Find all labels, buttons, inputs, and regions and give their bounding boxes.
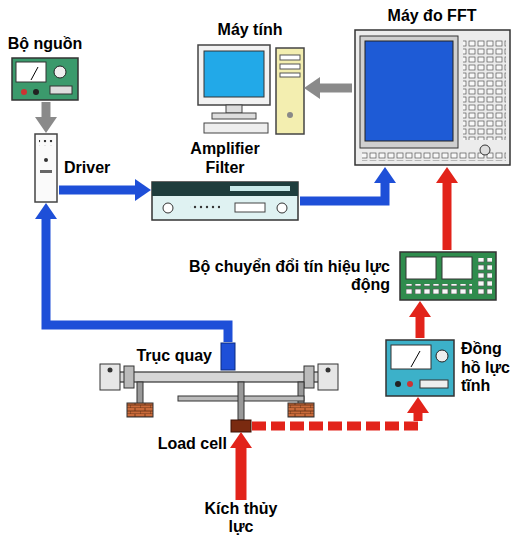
signal-arrow [443,183,452,250]
device-label: Máy tính [218,21,283,39]
signal-arrow [252,413,418,426]
signal-arrow [320,84,352,93]
computer-picture [287,112,293,118]
computer-picture [212,113,256,119]
shaft-picture [221,343,235,370]
computer-picture [280,55,300,60]
converter-picture [400,252,496,300]
device-label: Trục quay [136,347,212,365]
driver-picture [39,140,53,146]
power-supply: Bộ nguồn [10,56,80,102]
driver-picture [44,158,48,162]
computer-picture [198,45,304,134]
test-rig-picture [137,382,143,404]
test-rig-picture [108,372,330,382]
gauge-picture [407,381,413,387]
test-rig-picture [124,366,134,388]
driver-picture [35,134,57,202]
fft-analyzer-picture [463,40,506,140]
device-label: Driver [64,159,110,177]
test-rig-picture [318,364,338,390]
hydraulic-jack: Kích thủy lực [201,500,281,537]
gauge-picture [391,345,431,369]
amplifier-picture [190,205,220,211]
computer-picture [280,64,300,69]
gauge-picture [420,380,448,388]
amplifier-picture [163,203,173,213]
force-converter: Bộ chuyển đổi tín hiệu lực động [398,250,498,302]
test-rig-picture [100,343,338,432]
computer-picture [226,105,242,113]
amplifier-picture [230,186,290,191]
signal-arrow [42,102,51,117]
test-rig-picture [288,403,314,417]
load-cell-picture [231,420,251,432]
computer-picture [280,73,300,77]
static-force-gauge: Đồng hồ lực tĩnh [384,338,456,398]
gauge-picture [411,351,420,367]
computer-picture [276,48,304,134]
fft-analyzer: Máy đo FFT [352,28,512,168]
gauge-picture [386,340,454,396]
device-label: Kích thủy lực [201,500,281,537]
test-rig-picture [238,382,244,420]
amplifier-picture [152,182,298,196]
signal-arrow [46,219,228,342]
computer-picture [198,45,270,105]
device-label: Đồng hồ lực tĩnh [461,340,521,395]
amplifier-filter: Amplifier Filter [150,180,300,222]
power-supply-picture [12,58,78,100]
signal-arrow [59,186,135,195]
converter-picture [442,257,472,279]
gauge-picture [395,381,401,387]
test-rig-picture [108,368,113,373]
driver: Driver [33,132,59,204]
device-label: Bộ chuyển đổi tín hiệu lực động [165,258,390,295]
amplifier-picture [152,182,298,220]
test-rig-picture [127,403,153,417]
power-supply-picture [21,89,27,95]
power-supply-picture [16,62,46,82]
signal-arrow [300,183,385,201]
test-rig-picture [100,364,120,390]
device-label: Máy đo FFT [388,7,477,25]
fft-analyzer-picture [365,41,453,141]
fft-analyzer-picture [360,36,458,148]
signal-arrow [236,448,247,500]
amplifier-picture [235,203,265,212]
computer: Máy tính [195,42,305,137]
converter-picture [478,258,492,296]
amplifier-picture [152,182,298,220]
power-supply-picture [33,89,39,95]
rotating-shaft: Trục quay [220,342,236,370]
fft-analyzer-picture [480,145,490,155]
computer-picture [204,51,264,97]
computer-picture [204,123,268,133]
fft-analyzer-picture [355,30,510,165]
test-rig-picture [326,368,331,373]
device-label: Amplifier Filter [178,140,273,177]
gauge-picture [436,350,448,362]
driver-picture [40,170,52,173]
amplifier-picture [277,203,287,213]
test-rig-picture [304,366,314,388]
signal-arrow [416,317,425,338]
power-supply-picture [12,58,78,100]
power-supply-picture [50,86,72,94]
gauge-picture [386,340,454,396]
converter-picture [400,252,496,300]
converter-picture [406,257,436,279]
device-label: Load cell [158,435,227,453]
driver-picture [35,134,57,202]
load-cell: Load cell [230,419,252,433]
fft-analyzer-picture [355,30,510,165]
device-label: Bộ nguồn [8,35,83,53]
converter-picture [406,284,472,294]
power-supply-picture [31,67,38,80]
power-supply-picture [54,66,66,78]
